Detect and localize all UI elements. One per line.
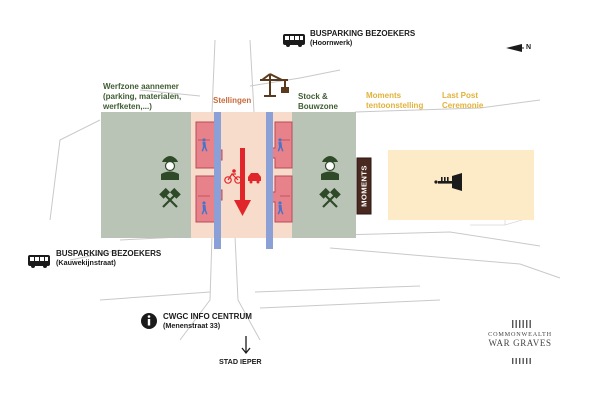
- info-icon: [141, 313, 157, 329]
- pedestrian-icon: [201, 138, 284, 215]
- werfzone-line2: (parking, materialen,: [103, 92, 182, 101]
- crossed-hammers-icon: [159, 187, 341, 208]
- pillar-right: [266, 112, 273, 249]
- busparking-top-title: BUSPARKING BEZOEKERS: [310, 29, 416, 38]
- street-lines: [49, 39, 561, 341]
- north-arrow-icon: [506, 44, 524, 52]
- trumpet-icon: [434, 173, 462, 191]
- werfzone-title: Werfzone aannemer: [103, 82, 179, 91]
- busparking-top-sub: (Hoornwerk): [310, 38, 353, 47]
- info-centrum-title: CWGC INFO CENTRUM: [163, 312, 252, 321]
- cwgc-logo: COMMONWEALTH WAR GRAVES: [478, 322, 562, 348]
- stellingen-label: Stellingen: [213, 96, 252, 105]
- car-icon: [248, 173, 261, 184]
- moments-label-line2: tentoonstelling: [366, 101, 424, 110]
- worker-icon: [161, 156, 339, 180]
- down-arrow-icon: [241, 336, 251, 355]
- north-label: N: [526, 44, 532, 51]
- lastpost-label-line2: Ceremonie: [442, 101, 484, 110]
- scaffold-right-bottom: [270, 175, 293, 223]
- stock-label-line1: Stock &: [298, 92, 328, 101]
- traffic-direction-arrow: [234, 148, 251, 216]
- stock-label-line2: Bouwzone: [298, 102, 338, 111]
- busparking-left-sub: (Kauwekijnstraat): [56, 258, 116, 267]
- pillar-left: [214, 112, 221, 249]
- logo-line2: WAR GRAVES: [488, 338, 552, 348]
- info-centrum-sub: (Menenstraat 33): [163, 321, 221, 330]
- busparking-left-title: BUSPARKING BEZOEKERS: [56, 249, 162, 258]
- lastpost-label-line1: Last Post: [442, 91, 479, 100]
- crane-icon: [260, 73, 289, 97]
- moments-sign: [356, 157, 372, 215]
- werfzone-line3: werfketen,...): [103, 102, 152, 111]
- moments-label-line1: Moments: [366, 91, 402, 100]
- cwgc-columns-icon: [512, 320, 531, 364]
- bus-icon: [28, 34, 305, 268]
- logo-line1: COMMONWEALTH: [488, 331, 552, 338]
- moments-sign-text: MOMENTS: [359, 165, 369, 207]
- stad-ieper-label: STAD IEPER: [219, 357, 262, 366]
